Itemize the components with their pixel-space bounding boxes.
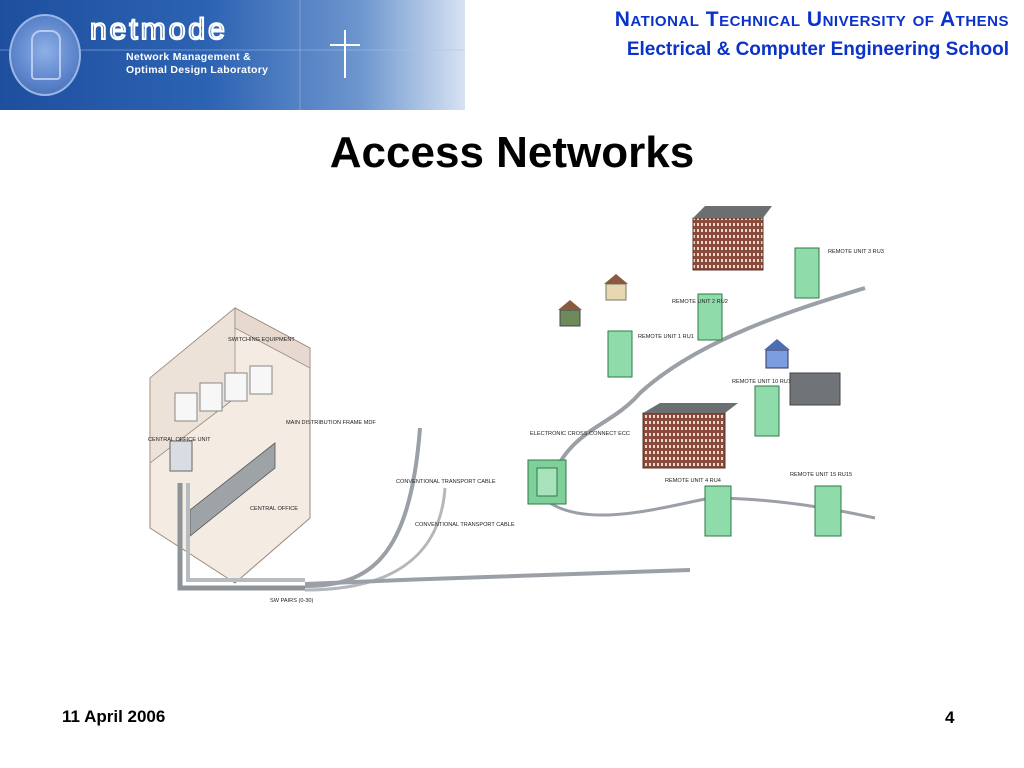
page-number: 4: [945, 708, 955, 727]
remote-units: [607, 247, 842, 537]
label-cou: CENTRAL OFFICE UNIT: [148, 437, 211, 443]
label-ecc: ELECTRONIC CROSS CONNECT ECC: [530, 431, 630, 437]
label-ru1: REMOTE UNIT 1 RU1: [638, 334, 694, 340]
label-ru2: REMOTE UNIT 2 RU2: [672, 299, 728, 305]
school-name: Electrical & Computer Engineering School: [626, 39, 1009, 60]
label-ru3: REMOTE UNIT 3 RU3: [828, 249, 884, 255]
brick-buildings: [642, 206, 841, 469]
label-ru4: REMOTE UNIT 4 RU4: [665, 478, 721, 484]
label-switching: SWITCHING EQUIPMENT: [228, 337, 295, 343]
header-banner: netmode Network Management & Optimal Des…: [0, 0, 465, 110]
svg-text:netmode: netmode: [90, 16, 228, 44]
label-mdf: MAIN DISTRIBUTION FRAME MDF: [286, 420, 376, 426]
university-name: National Technical University of Athens: [614, 8, 1009, 31]
university-heading: National Technical University of Athens …: [449, 7, 1009, 62]
ecc-cabinet: [527, 459, 567, 505]
access-network-diagram: SWITCHING EQUIPMENT MAIN DISTRIBUTION FR…: [148, 206, 884, 604]
footer-date: 11 April 2006: [62, 707, 166, 726]
label-cable-2: CONVENTIONAL TRANSPORT CABLE: [415, 522, 515, 528]
cables: [304, 286, 876, 592]
label-cable-1: CONVENTIONAL TRANSPORT CABLE: [396, 479, 496, 485]
label-sw-pairs: SW PAIRS (0-30): [270, 598, 314, 604]
houses: [558, 274, 790, 369]
label-ru10: REMOTE UNIT 10 RU10: [732, 379, 794, 385]
lab-name: Network Management & Optimal Design Labo…: [126, 51, 269, 76]
slide-title: Access Networks: [329, 128, 695, 177]
central-office-building: [149, 307, 311, 591]
netmode-logo: netmode: [90, 16, 228, 44]
label-central-office: CENTRAL OFFICE: [250, 506, 298, 512]
label-ru15: REMOTE UNIT 15 RU15: [790, 472, 852, 478]
university-seal-logo: [9, 14, 81, 96]
